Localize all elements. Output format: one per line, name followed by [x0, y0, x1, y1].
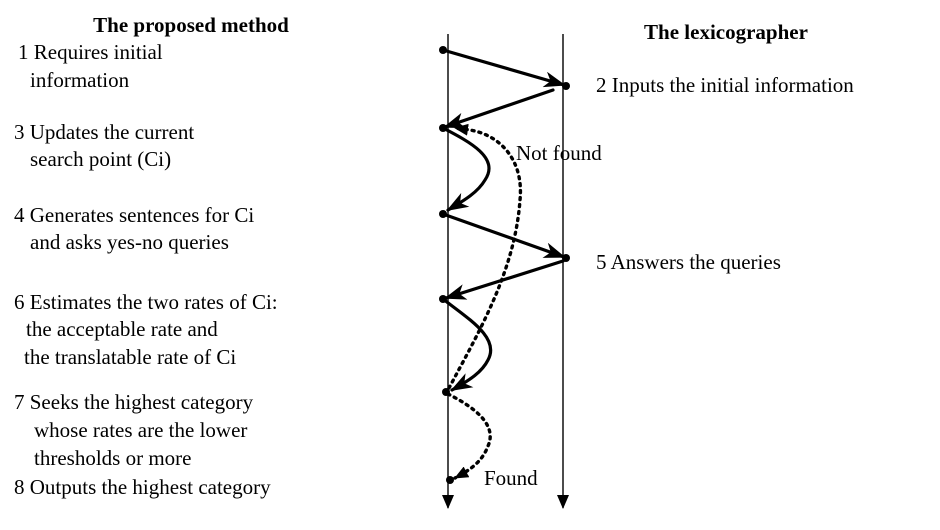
- method-header: The proposed method: [93, 13, 289, 37]
- lexicographer-step-2: 2 Inputs the initial information: [596, 73, 854, 97]
- arrow-5-to-6: [444, 259, 565, 300]
- step-4-line-1: 4 Generates sentences for Ci: [14, 203, 254, 227]
- method-step-6: 6 Estimates the two rates of Ci: the acc…: [14, 290, 278, 369]
- step-7-line-1: 7 Seeks the highest category: [14, 390, 254, 414]
- step-6-line-3: the translatable rate of Ci: [24, 345, 236, 369]
- arrow-7-to-8-found: [446, 392, 492, 480]
- step-7-line-2: whose rates are the lower: [34, 418, 247, 442]
- step-3-line-1: 3 Updates the current: [14, 120, 194, 144]
- step-3-line-2: search point (Ci): [30, 147, 171, 171]
- method-step-3: 3 Updates the current search point (Ci): [14, 120, 194, 171]
- solid-arrows: [441, 48, 566, 392]
- dot-step-8: [446, 476, 454, 484]
- dotted-arrows: [446, 123, 523, 480]
- step-1-line-2: information: [30, 68, 130, 92]
- not-found-label: Not found: [516, 141, 602, 165]
- step-8-line-1: 8 Outputs the highest category: [14, 475, 271, 499]
- step-1-line-1: 1 Requires initial: [18, 40, 163, 64]
- step-4-line-2: and asks yes-no queries: [30, 230, 229, 254]
- lexicographer-header: The lexicographer: [644, 20, 808, 44]
- method-step-7: 7 Seeks the highest category whose rates…: [14, 390, 254, 470]
- method-step-8: 8 Outputs the highest category: [14, 475, 271, 499]
- arrow-3-to-4: [441, 126, 491, 212]
- arrow-1-to-2: [441, 48, 566, 88]
- method-step-4: 4 Generates sentences for Ci and asks ye…: [14, 203, 254, 254]
- method-step-1: 1 Requires initial information: [18, 40, 163, 92]
- step-7-line-3: thresholds or more: [34, 446, 191, 470]
- found-label: Found: [484, 466, 538, 490]
- step-6-line-2: the acceptable rate and: [26, 317, 218, 341]
- lexicographer-step-5: 5 Answers the queries: [596, 250, 781, 274]
- arrow-4-to-5: [441, 212, 566, 259]
- step-6-line-1: 6 Estimates the two rates of Ci:: [14, 290, 278, 314]
- arrow-6-to-7: [441, 297, 493, 392]
- arrow-2-to-3: [443, 88, 555, 129]
- arrow-7-to-3-not-found: [447, 123, 523, 390]
